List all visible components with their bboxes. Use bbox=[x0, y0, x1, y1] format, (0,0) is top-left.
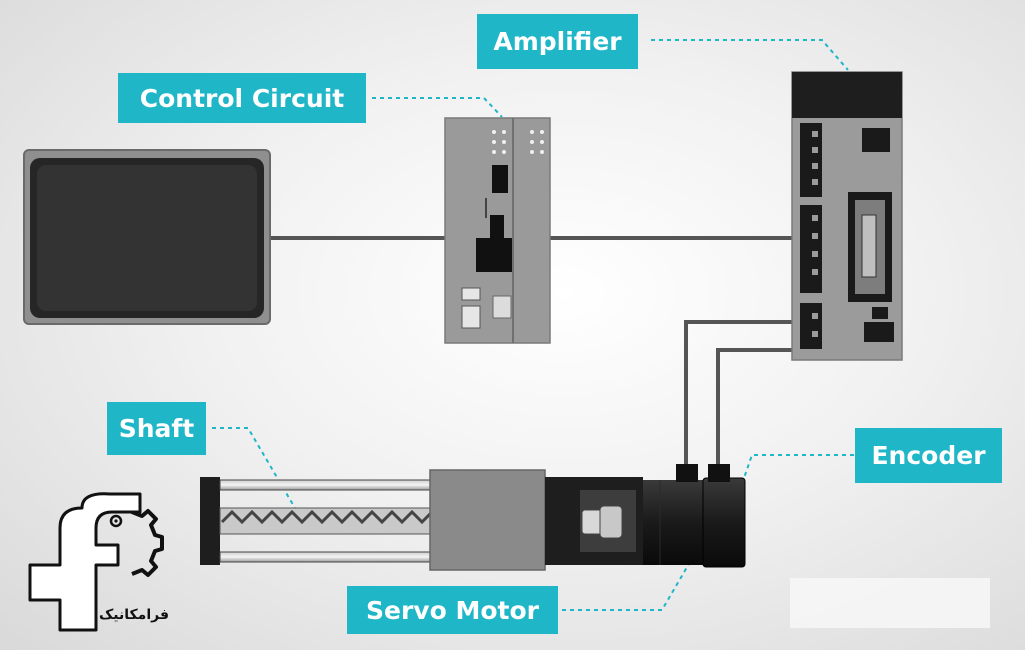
faramechanic-logo bbox=[28, 492, 164, 632]
wire-amplifier-to-motor-power bbox=[684, 320, 792, 466]
monitor bbox=[23, 149, 271, 325]
encoder-label: Encoder bbox=[855, 428, 1002, 483]
leader-encoder bbox=[743, 454, 854, 479]
wires bbox=[268, 236, 792, 466]
leader-shaft bbox=[212, 427, 303, 521]
leader-servo-motor bbox=[562, 561, 691, 611]
wire-amplifier-to-encoder bbox=[716, 348, 792, 466]
amplifier-label: Amplifier bbox=[477, 14, 638, 69]
blank-patch bbox=[790, 578, 990, 628]
gear-icon bbox=[118, 503, 164, 577]
leader-control-circuit bbox=[372, 97, 503, 118]
servo-motor bbox=[643, 477, 746, 568]
amplifier-unit bbox=[791, 71, 903, 361]
shaft-label: Shaft bbox=[107, 402, 206, 455]
logo-dot-icon bbox=[109, 514, 123, 528]
linear-actuator bbox=[200, 469, 643, 571]
logo-text: فرامکانیک bbox=[98, 607, 170, 623]
control-circuit-unit bbox=[444, 117, 551, 344]
encoder-connector bbox=[676, 464, 730, 482]
servo-motor-label: Servo Motor bbox=[347, 586, 558, 634]
control-circuit-label: Control Circuit bbox=[118, 73, 366, 123]
leader-amplifier bbox=[651, 39, 849, 71]
